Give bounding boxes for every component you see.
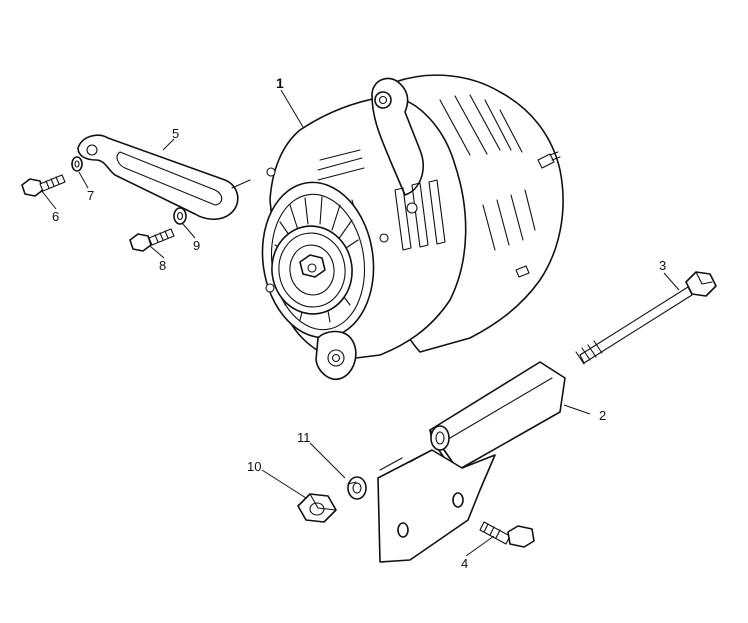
bolt-6: [21, 174, 66, 197]
washer-7: [71, 156, 83, 172]
callout-9: 9: [193, 238, 200, 253]
callout-4: 4: [461, 556, 468, 571]
callout-6: 6: [52, 209, 59, 224]
callout-10: 10: [247, 459, 261, 474]
washer-9: [173, 207, 187, 225]
mounting-bracket-part: [377, 361, 566, 563]
bolt-8: [129, 228, 175, 252]
alternator-part: [261, 74, 564, 380]
callout-2: 2: [599, 408, 606, 423]
callout-5: 5: [172, 126, 179, 141]
hex-nut-10: [297, 493, 337, 523]
adjusting-strap-part: [77, 134, 251, 221]
callout-7: 7: [87, 188, 94, 203]
leader-lines: [40, 89, 680, 557]
long-bolt-part: [575, 271, 717, 365]
callout-8: 8: [159, 258, 166, 273]
bolt-4: [479, 521, 535, 548]
callout-11: 11: [297, 430, 311, 445]
callout-1: 1: [276, 75, 284, 91]
spring-washer-11: [347, 476, 367, 500]
callout-3: 3: [659, 258, 666, 273]
